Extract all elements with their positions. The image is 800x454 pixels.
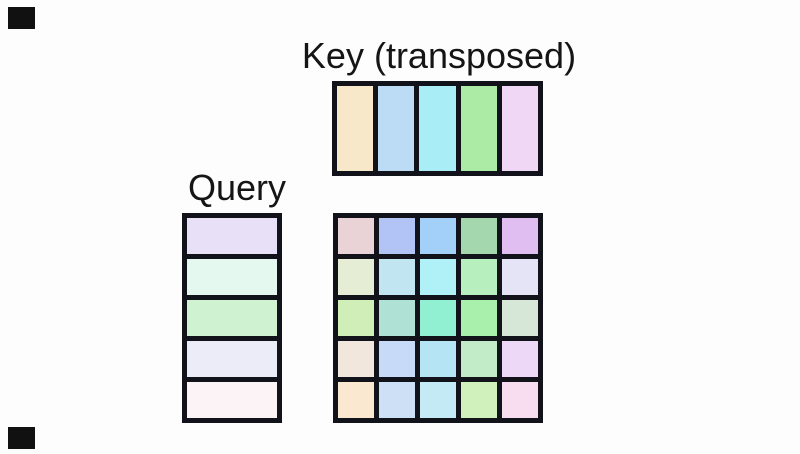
matrix-cell-r1-c4 [502,259,538,295]
query-cell-3 [187,341,277,377]
matrix-cell-r1-c2 [420,259,456,295]
matrix-cell-r2-c3 [461,300,497,336]
matrix-cell-r3-c4 [502,341,538,377]
matrix-cell-r0-c3 [461,218,497,254]
key-cell-1 [378,86,415,171]
key-cell-2 [419,86,456,171]
matrix-cell-r3-c0 [338,341,374,377]
matrix-cell-r3-c3 [461,341,497,377]
key-cell-4 [501,86,539,171]
matrix-cell-r2-c2 [420,300,456,336]
key-cell-3 [460,86,497,171]
matrix-cell-r1-c0 [338,259,374,295]
matrix-cell-r4-c1 [379,382,415,418]
matrix-cell-r0-c2 [420,218,456,254]
matrix-cell-r0-c1 [379,218,415,254]
query-cell-1 [187,259,277,295]
matrix-cell-r1-c3 [461,259,497,295]
matrix-cell-r2-c0 [338,300,374,336]
query-strip [182,213,282,423]
corner-marker-bottom [8,427,35,449]
matrix-cell-r4-c4 [502,382,538,418]
matrix-cell-r4-c2 [420,382,456,418]
matrix-cell-r4-c3 [461,382,497,418]
matrix-cell-r0-c4 [502,218,538,254]
query-cell-0 [187,218,277,254]
query-cell-4 [187,382,277,418]
matrix-cell-r4-c0 [338,382,374,418]
corner-marker-top [8,7,35,29]
matrix-cell-r3-c1 [379,341,415,377]
key-title: Key (transposed) [301,35,577,76]
key-strip [332,81,543,176]
key-cell-0 [337,86,374,171]
matrix-cell-r2-c1 [379,300,415,336]
attention-matrix [333,213,543,423]
matrix-cell-r0-c0 [338,218,374,254]
matrix-cell-r3-c2 [420,341,456,377]
query-title: Query [187,167,287,208]
query-cell-2 [187,300,277,336]
matrix-cell-r2-c4 [502,300,538,336]
matrix-cell-r1-c1 [379,259,415,295]
